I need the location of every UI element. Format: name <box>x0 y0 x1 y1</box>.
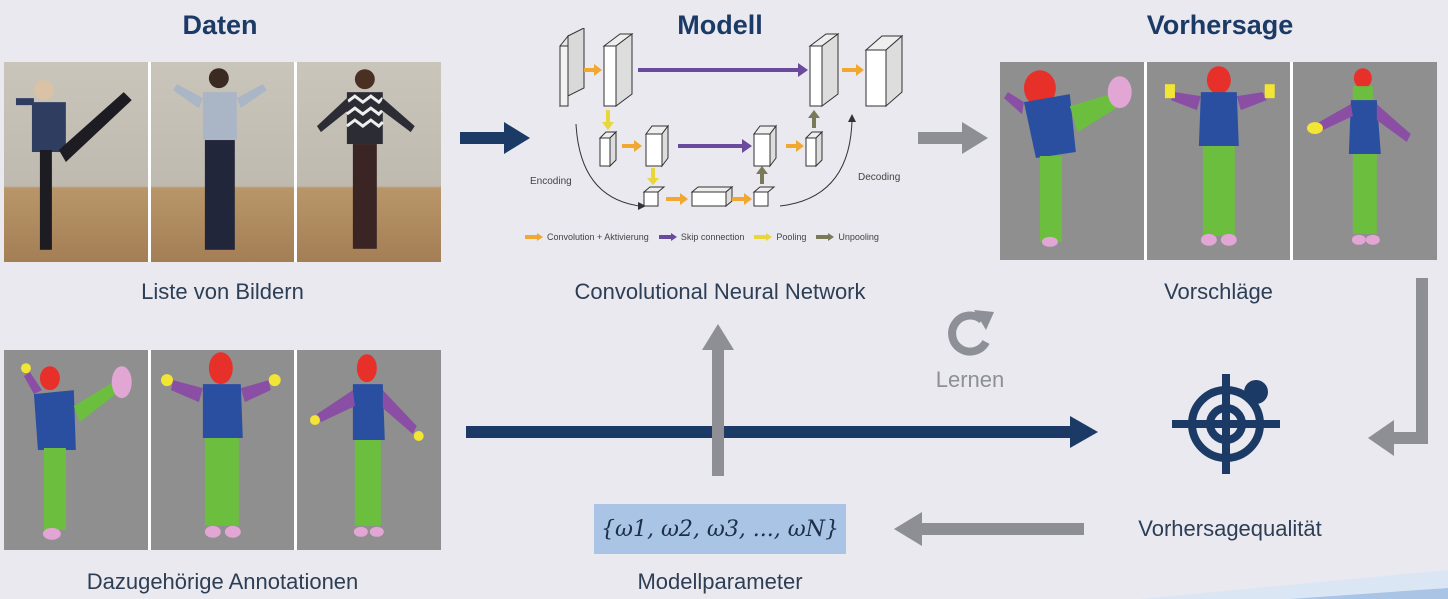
arrow-quality-to-params <box>894 512 1084 546</box>
input-images-strip <box>4 62 442 262</box>
learn-label: Lernen <box>935 367 1005 392</box>
corner-accent <box>1140 570 1448 599</box>
arrow-proposals-to-quality <box>1368 278 1428 456</box>
legend-unpooling: Unpooling <box>816 232 879 242</box>
caption-images: Liste von Bildern <box>141 279 304 304</box>
caption-proposals: Vorschläge <box>1164 279 1273 304</box>
learn-group: Lernen <box>930 306 1010 393</box>
legend-pooling-label: Pooling <box>776 232 807 242</box>
annotations-strip <box>4 350 442 550</box>
cnn-diagram: Encoding Decoding <box>530 28 904 210</box>
legend-conv-label: Convolution + Aktivierung <box>547 232 649 242</box>
caption-quality: Vorhersagequalität <box>1138 516 1322 541</box>
refresh-icon <box>948 310 994 356</box>
legend-pooling: Pooling <box>754 232 806 242</box>
input-photo-3 <box>297 62 442 262</box>
cnn-legend: Convolution + Aktivierung Skip connectio… <box>525 232 879 242</box>
arrow-annotations-to-quality <box>466 416 1098 448</box>
annotation-1 <box>4 350 148 550</box>
legend-skip-label: Skip connection <box>680 232 745 242</box>
input-photo-2 <box>150 62 295 262</box>
prediction-3 <box>1293 62 1438 260</box>
caption-cnn: Convolutional Neural Network <box>574 279 866 304</box>
caption-annotations: Dazugehörige Annotationen <box>86 569 359 594</box>
target-icon <box>1172 374 1280 474</box>
encoding-label: Encoding <box>530 176 572 187</box>
model-params-box: {ω1, ω2, ω3, ..., ωN} <box>594 504 846 554</box>
prediction-strip <box>1000 62 1438 260</box>
header-prediction: Vorhersage <box>1146 10 1294 40</box>
prediction-1 <box>1000 62 1144 260</box>
caption-params: Modellparameter <box>637 569 803 594</box>
annotation-2 <box>150 350 295 550</box>
legend-skip: Skip connection <box>658 232 745 242</box>
input-photo-1 <box>4 62 148 262</box>
header-model: Modell <box>677 10 763 40</box>
arrow-model-to-prediction <box>918 122 988 154</box>
legend-conv: Convolution + Aktivierung <box>525 232 649 242</box>
prediction-2 <box>1146 62 1291 260</box>
annotation-3 <box>297 350 442 550</box>
arrow-data-to-model <box>460 122 530 154</box>
arrow-params-to-model <box>702 324 734 476</box>
legend-unpooling-label: Unpooling <box>838 232 879 242</box>
header-data: Daten <box>182 10 258 40</box>
decoding-label: Decoding <box>858 172 900 183</box>
